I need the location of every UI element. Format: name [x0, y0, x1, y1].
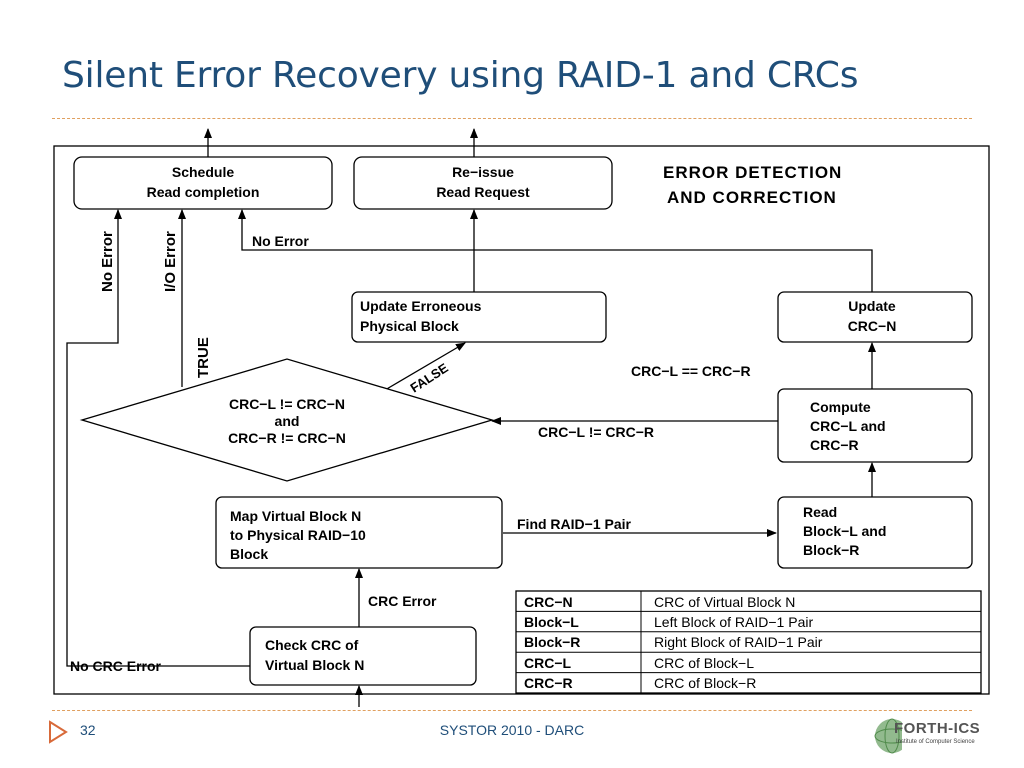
update-erroneous-block-box — [351, 291, 607, 343]
legend-definition: CRC of Block−R — [654, 675, 756, 691]
footer-divider — [52, 710, 972, 711]
update-erroneous-line2: Physical Block — [360, 318, 459, 334]
check-crc-box — [249, 626, 477, 686]
io-error-vertical-label: I/O Error — [162, 231, 179, 292]
decision-line2: and — [275, 413, 300, 429]
no-error-label: No Error — [252, 233, 309, 249]
diagram-frame — [53, 145, 990, 695]
read-blocks-box — [777, 496, 973, 569]
logo-subtext: Institute of Computer Science — [896, 739, 975, 745]
diagram-heading-line2: AND CORRECTION — [667, 188, 837, 207]
legend-term: CRC−R — [524, 675, 573, 691]
no-error-vertical-label: No Error — [99, 231, 116, 292]
forth-ics-logo: FORTH-ICS Institute of Computer Science — [872, 714, 982, 758]
map-virtual-block-box — [215, 496, 503, 569]
slide-title: Silent Error Recovery using RAID-1 and C… — [62, 55, 859, 96]
no-crc-error-path — [66, 209, 250, 667]
map-line2: to Physical RAID−10 — [230, 527, 366, 543]
compute-crc-box — [777, 388, 973, 463]
read-line1: Read — [803, 504, 837, 520]
legend-table: CRC−N CRC of Virtual Block N Block−L Lef… — [515, 590, 982, 694]
crc-equal-label: CRC−L == CRC−R — [631, 363, 751, 379]
reissue-read-request-box — [353, 156, 613, 210]
crc-not-equal-label: CRC−L != CRC−R — [538, 424, 654, 440]
no-error-path — [238, 209, 873, 292]
footer-title: SYSTOR 2010 - DARC — [439, 722, 585, 738]
update-crc-n-box — [777, 291, 973, 343]
title-divider — [52, 118, 972, 119]
check-line1: Check CRC of — [265, 637, 359, 653]
legend-definition: Left Block of RAID−1 Pair — [654, 614, 813, 630]
crc-decision-diamond — [79, 358, 495, 482]
false-path — [384, 342, 466, 391]
legend-term: Block−R — [524, 634, 580, 650]
read-line2: Block−L and — [803, 523, 886, 539]
check-line2: Virtual Block N — [265, 657, 364, 673]
diagram-heading-line1: ERROR DETECTION — [663, 163, 842, 182]
compute-line1: Compute — [810, 399, 871, 415]
globe-icon — [874, 718, 902, 754]
compute-line3: CRC−R — [810, 437, 859, 453]
update-erroneous-line1: Update Erroneous — [360, 298, 482, 314]
true-label: TRUE — [195, 337, 212, 378]
map-line1: Map Virtual Block N — [230, 508, 361, 524]
compute-line2: CRC−L and — [810, 418, 886, 434]
read-line3: Block−R — [803, 542, 859, 558]
legend-definition: CRC of Virtual Block N — [654, 594, 795, 610]
legend-definition: CRC of Block−L — [654, 655, 754, 671]
crc-error-label: CRC Error — [368, 593, 437, 609]
map-line3: Block — [230, 546, 268, 562]
schedule-read-completion-box — [73, 156, 333, 210]
page-number: 32 — [80, 722, 96, 738]
find-raid-pair-label: Find RAID−1 Pair — [517, 516, 632, 532]
schedule-line2: Read completion — [147, 184, 260, 200]
update-crc-line2: CRC−N — [848, 318, 897, 334]
no-crc-error-label: No CRC Error — [70, 658, 162, 674]
logo-text: FORTH-ICS — [894, 720, 981, 737]
schedule-line1: Schedule — [172, 164, 234, 180]
reissue-line1: Re−issue — [452, 164, 514, 180]
legend-definition: Right Block of RAID−1 Pair — [654, 634, 823, 650]
reissue-line2: Read Request — [436, 184, 530, 200]
legend-term: CRC−N — [524, 594, 573, 610]
decision-line3: CRC−R != CRC−N — [228, 430, 346, 446]
play-arrow-icon — [49, 720, 68, 744]
legend-term: CRC−L — [524, 655, 572, 671]
false-label: FALSE — [407, 360, 451, 396]
decision-line1: CRC−L != CRC−N — [229, 396, 345, 412]
legend-term: Block−L — [524, 614, 579, 630]
update-crc-line1: Update — [848, 298, 896, 314]
